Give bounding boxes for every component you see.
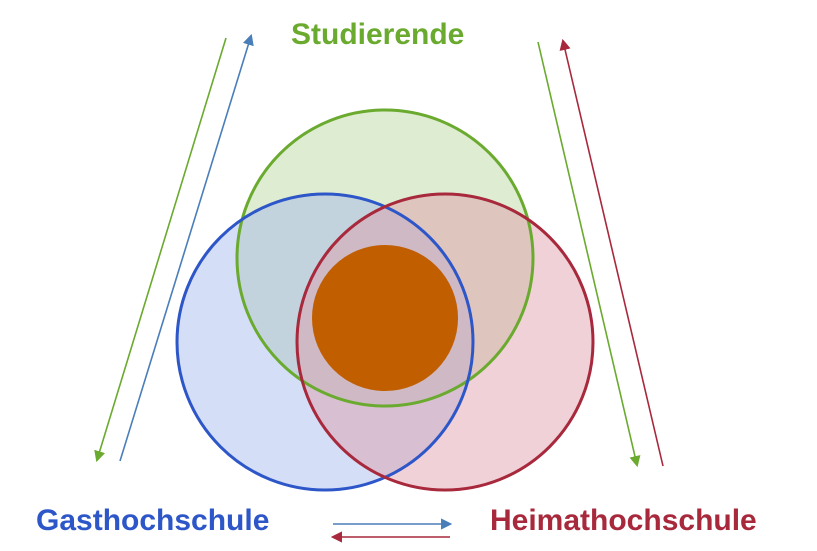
circle-outlines bbox=[175, 108, 595, 492]
arrow-students-to-home bbox=[537, 41, 641, 468]
host-university-circle-outline bbox=[175, 192, 475, 492]
arrow-students-to-host bbox=[94, 37, 227, 463]
home-university-circle-outline bbox=[295, 192, 595, 492]
arrow-host-to-students bbox=[119, 33, 254, 462]
center-core-circle bbox=[312, 245, 458, 391]
home-university-label: Heimathochschule bbox=[490, 504, 757, 537]
students-label: Studierende bbox=[291, 18, 465, 51]
arrow-home-to-students bbox=[559, 38, 664, 467]
students-circle-outline bbox=[235, 108, 535, 408]
bottom-arrow-pair bbox=[330, 518, 453, 543]
left-arrow-pair bbox=[94, 33, 254, 463]
host-university-label: Gasthochschule bbox=[36, 504, 270, 537]
right-arrow-pair bbox=[537, 38, 664, 468]
